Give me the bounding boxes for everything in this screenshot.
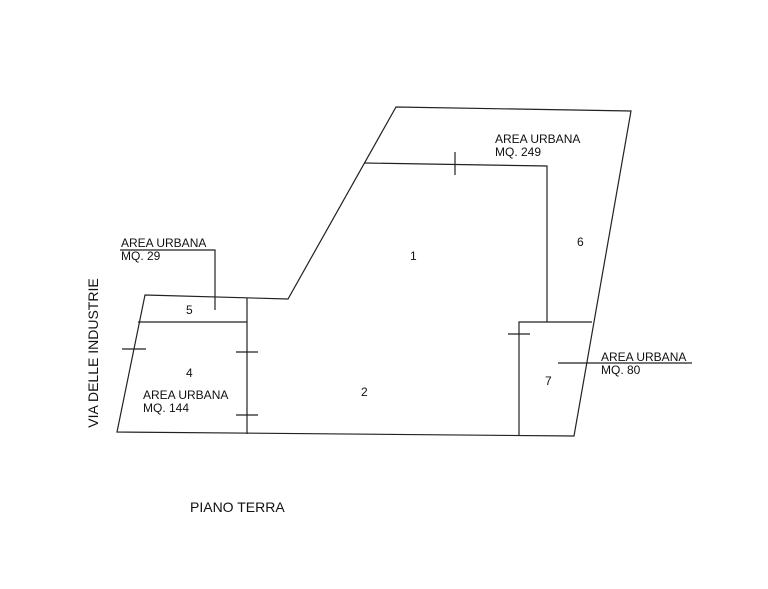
annotation-area: MQ. 80 [601, 363, 641, 377]
room-number: 6 [577, 235, 584, 249]
room-number: 5 [186, 303, 193, 317]
plan-title: PIANO TERRA [190, 499, 285, 515]
room-number: 1 [410, 249, 417, 263]
leader-line-mq29 [120, 249, 216, 310]
annotation-area: MQ. 144 [143, 401, 190, 415]
wall-room-7 [518, 321, 592, 436]
area-annotation: AREA URBANA MQ. 249 [495, 133, 580, 159]
area-annotation: AREA URBANA MQ. 80 [601, 351, 686, 377]
street-label: VIA DELLE INDUSTRIE [85, 278, 101, 428]
annotation-title: AREA URBANA [601, 350, 687, 364]
annotation-title: AREA URBANA [495, 132, 581, 146]
room-number: 2 [361, 385, 368, 399]
annotation-title: AREA URBANA [143, 388, 229, 402]
annotation-title: AREA URBANA [121, 236, 207, 250]
annotation-area: MQ. 29 [121, 249, 161, 263]
wall-area-249 [363, 162, 548, 322]
area-annotation: AREA URBANA MQ. 144 [143, 389, 228, 415]
building-outline [116, 106, 632, 437]
room-number: 4 [186, 366, 193, 380]
room-number: 7 [545, 374, 552, 388]
area-annotation: AREA URBANA MQ. 29 [121, 237, 206, 263]
annotation-area: MQ. 249 [495, 145, 542, 159]
